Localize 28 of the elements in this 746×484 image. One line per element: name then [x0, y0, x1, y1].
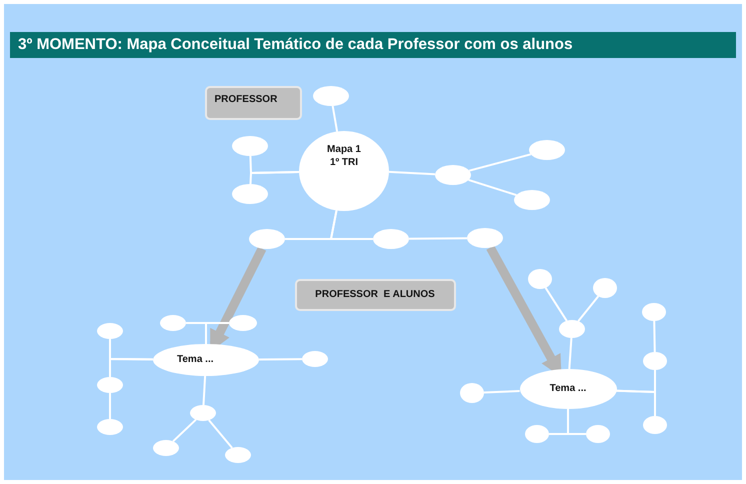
connector-line: [568, 338, 572, 370]
connector-line: [544, 287, 568, 322]
label-box: [294, 279, 456, 311]
node-text: Tema ...: [550, 382, 586, 396]
connector-line: [330, 210, 373, 240]
title: 3º MOMENTO: Mapa Conceitual Temático de cada Professor com os alunos: [18, 36, 573, 54]
connector-line: [616, 390, 656, 416]
connector-line: [468, 178, 517, 196]
connector-line: [250, 171, 300, 184]
label-box: [204, 86, 302, 120]
node-text: Tema ...: [177, 354, 214, 366]
connector-line: [109, 358, 154, 377]
connector-line: [484, 390, 520, 394]
connector-line: [408, 237, 468, 240]
connector-line: [202, 376, 206, 406]
connector-line: [388, 170, 436, 176]
connector-line: [332, 106, 338, 132]
connector-line: [109, 393, 111, 419]
connector-line: [172, 418, 197, 442]
node-text: PROFESSOR: [214, 94, 278, 106]
node-text: PROFESSOR E ALUNOS: [315, 288, 435, 302]
node-text: Mapa 1 1º TRI: [326, 144, 362, 169]
connector-line: [205, 322, 229, 344]
connector-line: [468, 153, 532, 172]
connector-line: [258, 358, 302, 360]
connector-line: [578, 296, 600, 322]
connector-line: [208, 419, 233, 449]
connector-line: [653, 320, 656, 352]
